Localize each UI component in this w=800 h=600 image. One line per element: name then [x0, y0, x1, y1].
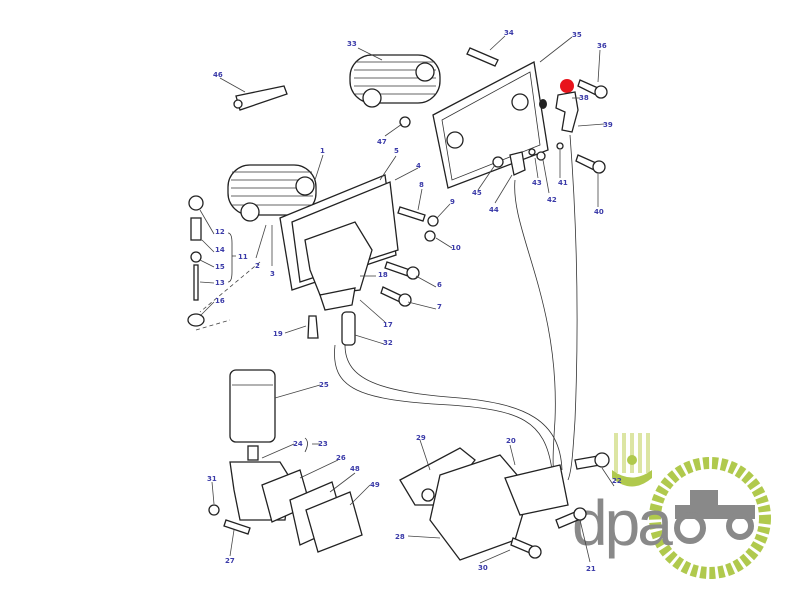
oil-pump [399, 447, 569, 561]
callout-39: 39 [603, 121, 613, 129]
bolt [223, 519, 251, 535]
callout-7: 7 [437, 303, 442, 311]
callout-14: 14 [215, 246, 225, 254]
callout-41: 41 [558, 179, 568, 187]
cooler-housing [279, 174, 399, 311]
logo-text: dpa [572, 487, 673, 559]
logo-gear-ring [649, 457, 771, 579]
callout-26: 26 [336, 454, 346, 462]
callout-44: 44 [489, 206, 499, 214]
callout-45: 45 [472, 189, 482, 197]
callout-17: 17 [383, 321, 393, 329]
callout-19: 19 [273, 330, 283, 338]
logo-tractor-icon [674, 490, 755, 544]
callout-36: 36 [597, 42, 607, 50]
callout-23: 23 [318, 440, 328, 448]
callout-21: 21 [586, 565, 596, 573]
callout-2: 2 [255, 262, 260, 270]
callout-49: 49 [370, 481, 380, 489]
callout-42: 42 [547, 196, 557, 204]
callout-40: 40 [594, 208, 604, 216]
oil-cooler-upper [349, 54, 441, 128]
callout-28: 28 [395, 533, 405, 541]
callout-32: 32 [383, 339, 393, 347]
tube [341, 311, 356, 346]
leader-lines [199, 35, 615, 564]
group-bracket [304, 437, 308, 453]
hose-fitting [509, 151, 526, 176]
callout-46: 46 [213, 71, 223, 79]
callout-3: 3 [270, 270, 275, 278]
group-bracket [227, 232, 233, 283]
callout-30: 30 [478, 564, 488, 572]
callout-16: 16 [215, 297, 225, 305]
callout-10: 10 [451, 244, 461, 252]
callout-11: 11 [238, 253, 248, 261]
callout-47: 47 [377, 138, 387, 146]
callout-31: 31 [207, 475, 217, 483]
callout-20: 20 [506, 437, 516, 445]
callout-43: 43 [532, 179, 542, 187]
callout-34: 34 [504, 29, 514, 37]
gaskets [261, 469, 363, 553]
callout-15: 15 [215, 263, 225, 271]
callout-12: 12 [215, 228, 225, 236]
callout-18: 18 [378, 271, 388, 279]
callout-25: 25 [319, 381, 329, 389]
oil-hoses [334, 134, 578, 481]
oil-cooler-lower [227, 164, 317, 222]
stud [397, 206, 426, 222]
callout-48: 48 [350, 465, 360, 473]
bolt [384, 261, 411, 277]
callout-24: 24 [293, 440, 303, 448]
cover-plate [432, 61, 549, 189]
callout-labels: 1 2 3 4 5 6 7 8 9 10 11 12 13 14 15 16 1… [207, 29, 622, 573]
callout-38: 38 [579, 94, 589, 102]
callout-33: 33 [347, 40, 357, 48]
callout-22: 22 [612, 477, 622, 485]
callout-9: 9 [450, 198, 455, 206]
callout-29: 29 [416, 434, 426, 442]
callout-27: 27 [225, 557, 235, 565]
bolt [307, 315, 319, 339]
highlighted-part-marker [560, 79, 574, 93]
stud [466, 47, 499, 67]
callout-8: 8 [419, 181, 424, 189]
sealant-tube [233, 85, 288, 111]
callout-1: 1 [320, 147, 325, 155]
callout-6: 6 [437, 281, 442, 289]
dpa-logo: dpa [572, 433, 771, 579]
relief-valve-parts [187, 195, 205, 327]
callout-4: 4 [416, 162, 421, 170]
callout-13: 13 [215, 279, 225, 287]
logo-wheat-icon [614, 433, 650, 473]
seal-ring [539, 99, 547, 109]
callout-5: 5 [394, 147, 399, 155]
elbow-fitting [555, 91, 579, 133]
callout-35: 35 [572, 31, 582, 39]
